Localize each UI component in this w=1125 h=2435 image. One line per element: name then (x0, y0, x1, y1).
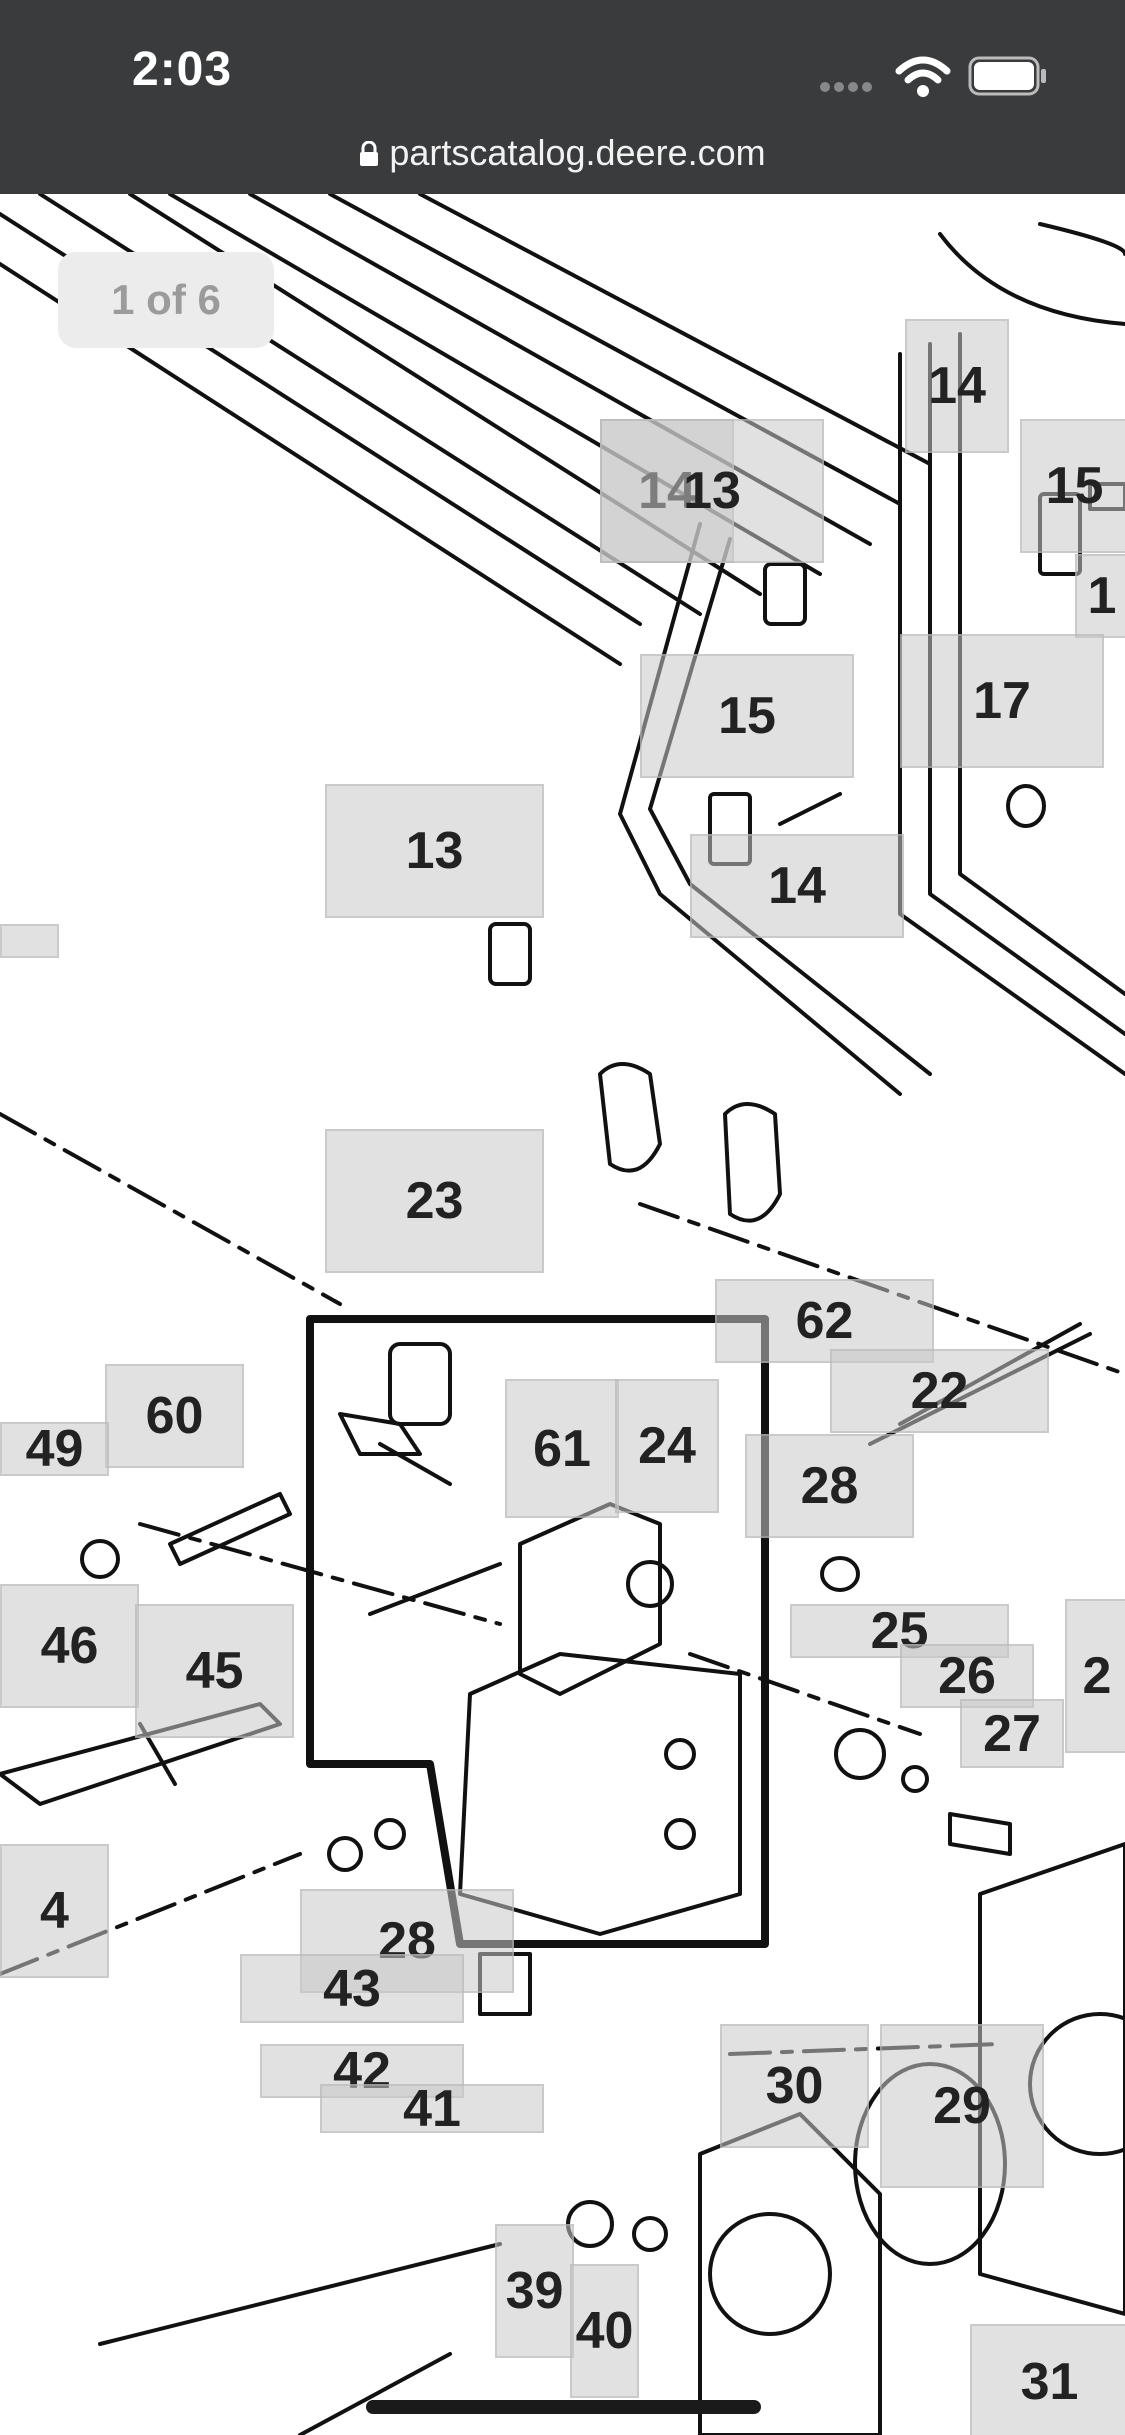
link-brackets (598, 1062, 782, 1223)
wifi-icon (895, 55, 951, 104)
url-text: partscatalog.deere.com (389, 132, 766, 173)
callout-40[interactable]: 40 (570, 2264, 639, 2398)
clock: 2:03 (132, 43, 233, 96)
callout-1-partial[interactable]: 1 (1075, 554, 1125, 638)
callout-41[interactable]: 41 (320, 2080, 544, 2138)
assembly-guide-lines (0, 1112, 1125, 2056)
callout-17[interactable]: 17 (900, 634, 1104, 768)
callout-31[interactable]: 31 (970, 2324, 1125, 2435)
callout-13[interactable]: 13 (325, 784, 544, 918)
parts-diagram-viewer[interactable]: 1 of 6 14 15 1 14 13 17 15 14 13 23 62 6… (0, 194, 1125, 2435)
callout-43[interactable]: 43 (240, 1954, 464, 2023)
callout-28[interactable]: 28 (745, 1434, 914, 1538)
callout-23[interactable]: 23 (325, 1129, 544, 1273)
address-bar[interactable]: partscatalog.deere.com (0, 132, 1125, 176)
callout-46[interactable]: 46 (0, 1584, 139, 1708)
callout-partial-left (0, 924, 59, 958)
callout-26[interactable]: 26 (900, 1644, 1034, 1708)
callout-45[interactable]: 45 (135, 1604, 294, 1738)
callout-49[interactable]: 49 (0, 1420, 109, 1478)
callout-15-top[interactable]: 15 (1020, 419, 1125, 553)
callout-27[interactable]: 27 (960, 1699, 1064, 1768)
callout-39[interactable]: 39 (495, 2224, 574, 2358)
callout-13-top[interactable]: 13 (600, 419, 824, 563)
home-indicator[interactable] (366, 2400, 761, 2414)
callout-15[interactable]: 15 (640, 654, 854, 778)
callout-2-partial[interactable]: 2 (1065, 1599, 1125, 1753)
battery-icon (968, 56, 1048, 101)
callout-29[interactable]: 29 (880, 2024, 1044, 2188)
callout-14-mid[interactable]: 14 (690, 834, 904, 938)
cellular-signal-icon (820, 80, 874, 98)
status-bar: 2:03 partscatalog.deere.com (0, 0, 1125, 194)
callout-30[interactable]: 30 (720, 2024, 869, 2148)
callout-25[interactable]: 25 (790, 1602, 1009, 1660)
lock-icon (359, 134, 379, 176)
callout-4-partial[interactable]: 4 (0, 1844, 109, 1978)
callout-61[interactable]: 61 (505, 1379, 619, 1518)
callout-24[interactable]: 24 (615, 1379, 719, 1513)
callout-60[interactable]: 60 (105, 1364, 244, 1468)
callout-14-top[interactable]: 14 (905, 319, 1009, 453)
callout-22[interactable]: 22 (830, 1349, 1049, 1433)
page-counter: 1 of 6 (58, 252, 274, 348)
